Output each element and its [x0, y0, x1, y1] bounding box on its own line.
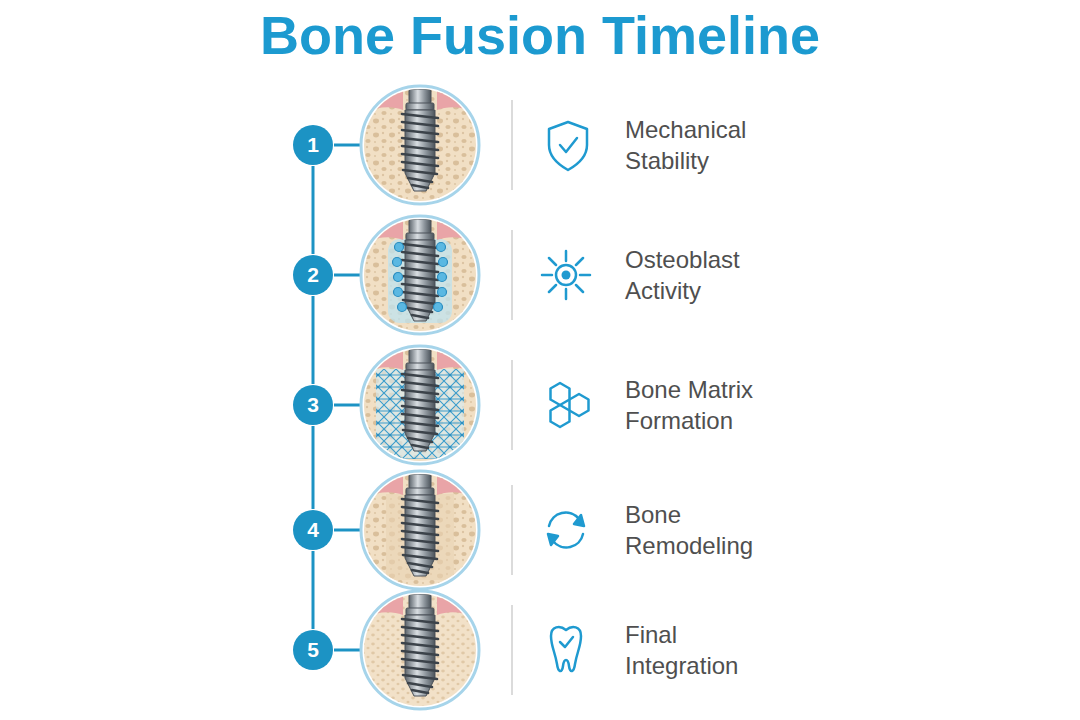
- step-circle: 5: [292, 629, 334, 671]
- stage-label: Osteoblast Activity: [625, 244, 790, 306]
- step-circle-fill: [293, 510, 333, 550]
- step-circle-fill: [293, 255, 333, 295]
- cell-icon: [542, 251, 590, 299]
- stage-label: Bone Matrix Formation: [625, 374, 790, 436]
- step-circle: 3: [292, 384, 334, 426]
- timeline-line: [312, 296, 315, 384]
- step-circle: 2: [292, 254, 334, 296]
- stage-label: Final Integration: [625, 619, 790, 681]
- implant-illustration: [360, 215, 480, 335]
- implant-illustration: [360, 85, 480, 205]
- timeline-line: [312, 166, 315, 254]
- timeline-line: [312, 551, 315, 629]
- tooth-icon: [551, 627, 581, 671]
- step-circle-fill: [293, 630, 333, 670]
- connector-tick: [334, 145, 362, 650]
- implant-illustration: [360, 345, 480, 465]
- stage-label: Bone Remodeling: [625, 499, 790, 561]
- step-number: 1: [292, 133, 334, 157]
- shield-icon: [549, 122, 587, 170]
- separator-line: [511, 100, 513, 695]
- step-number: 4: [292, 518, 334, 542]
- step-number: 3: [292, 393, 334, 417]
- diagram-title: Bone Fusion Timeline: [0, 6, 1080, 65]
- step-number: 5: [292, 638, 334, 662]
- step-number: 2: [292, 263, 334, 287]
- step-circle: 4: [292, 509, 334, 551]
- step-circle-fill: [293, 385, 333, 425]
- implant-illustration: [360, 590, 480, 710]
- timeline-line: [312, 426, 315, 509]
- step-circle-fill: [293, 125, 333, 165]
- step-circle: 1: [292, 124, 334, 166]
- cycle-icon: [548, 513, 584, 548]
- osteoblast-cell: [393, 243, 448, 312]
- hexagon-icon: [551, 383, 589, 427]
- stage-label: Mechanical Stability: [625, 114, 790, 176]
- implant-illustration: [360, 470, 480, 590]
